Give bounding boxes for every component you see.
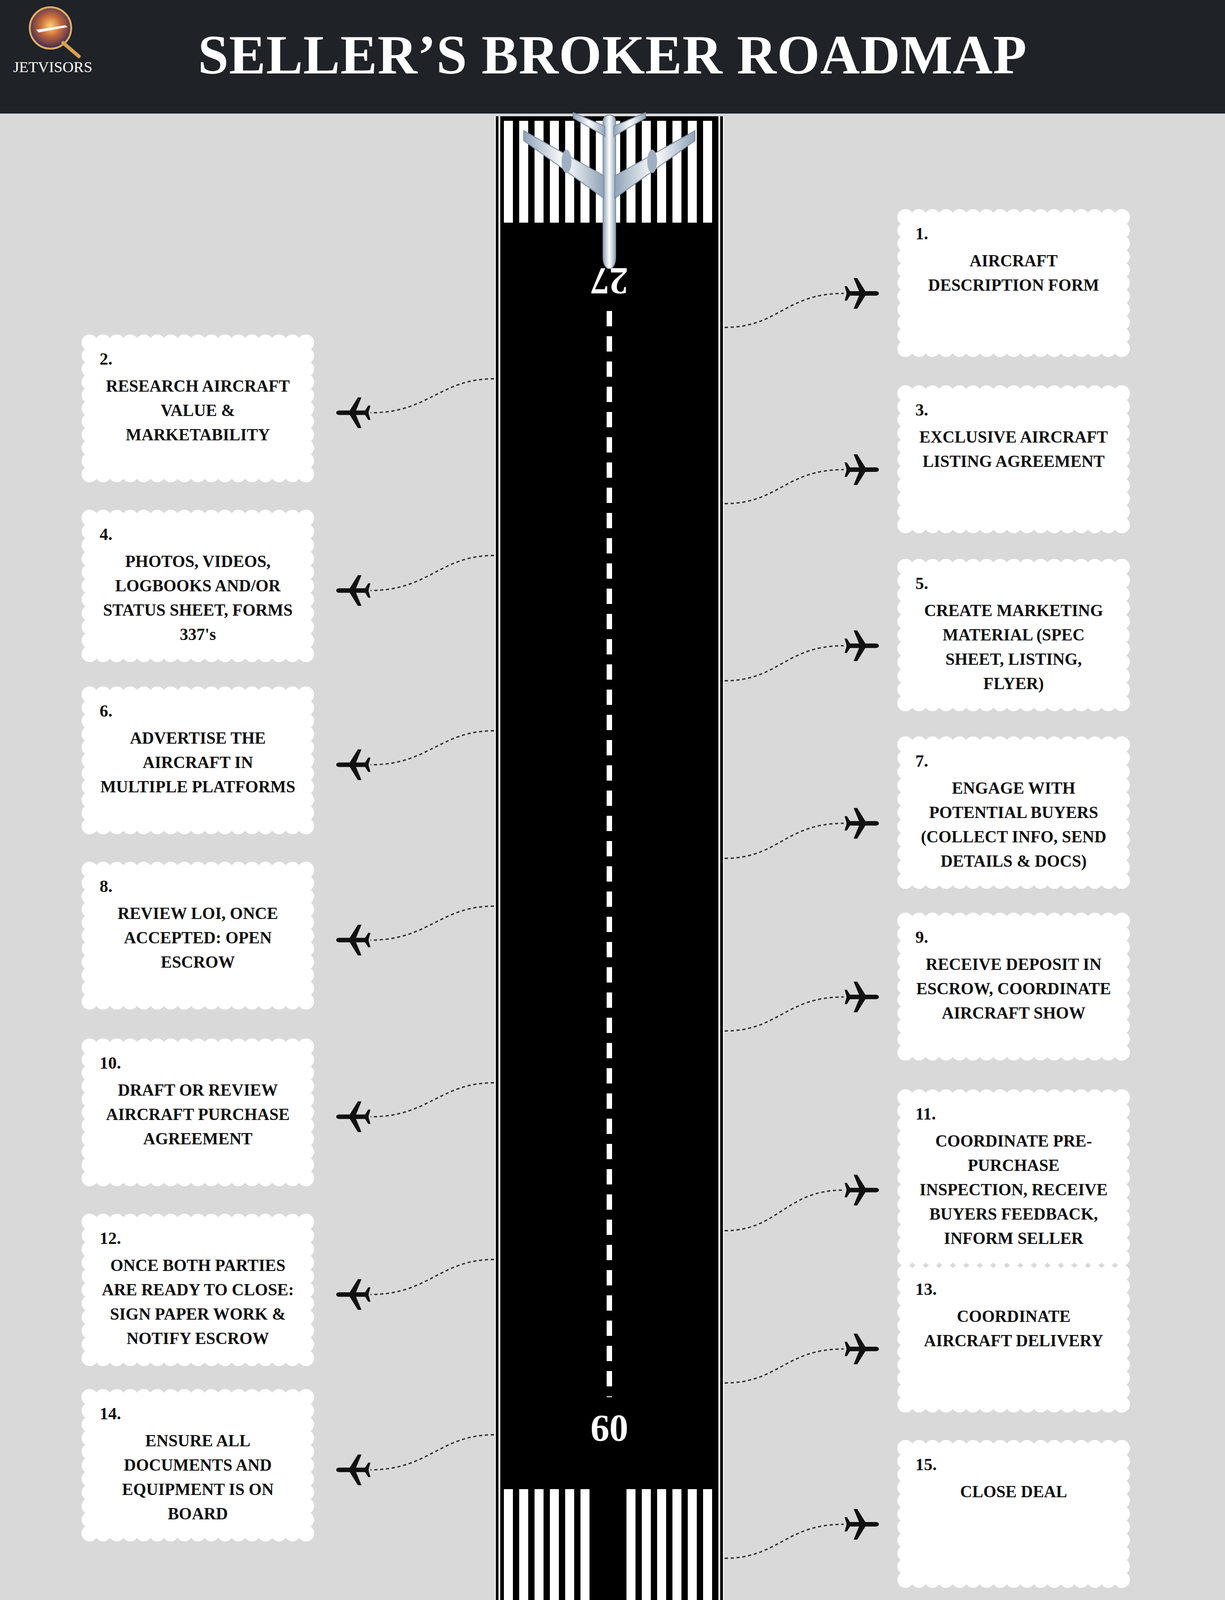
threshold-stripe [657,1489,667,1600]
plane-icon [336,1279,371,1310]
plane-icon [844,278,879,309]
step-number: 1. [915,222,1112,245]
step-number: 4. [99,523,297,545]
flight-path [370,1259,494,1295]
threshold-stripe [565,1489,575,1600]
plane-icon [336,1454,371,1486]
threshold-stripe [534,1489,544,1600]
step-text: COORDINATE PRE-PURCHASE INSPECTION, RECE… [915,1129,1112,1251]
step-text: ADVERTISE THE AIRCRAFT IN MULTIPLE PLATF… [99,726,297,800]
step-text: CLOSE DEAL [915,1479,1112,1504]
flight-path [724,645,844,682]
threshold-stripe [519,1489,529,1600]
threshold-stripe [641,1489,651,1600]
plane-icon [336,749,371,781]
step-cloud-box: 11. COORDINATE PRE-PURCHASE INSPECTION, R… [897,1089,1130,1267]
flight-path [370,1082,494,1117]
step-text: EXCLUSIVE AIRCRAFT LISTING AGREEMENT [915,425,1112,474]
step-cloud-box: 8. REVIEW LOI, ONCE ACCEPTED: OPEN ESCROW [81,861,315,1010]
plane-icon [336,1101,371,1133]
step-number: 11. [915,1102,1112,1125]
runway-number: 09 [541,1407,677,1449]
step-cloud-box: 10. DRAFT OR REVIEW AIRCRAFT PURCHASE AGR… [81,1038,315,1187]
step-number: 8. [99,875,297,897]
step-cloud-box: 4. PHOTOS, VIDEOS, LOGBOOKS AND/OR STATUS… [81,509,315,663]
step-number: 10. [99,1051,297,1074]
flight-path [370,378,494,413]
step-cloud-box: 1. AIRCRAFT DESCRIPTION FORM [897,209,1130,357]
step-cloud-box: 7. ENGAGE WITH POTENTIAL BUYERS (COLLECT … [897,736,1130,889]
step-cloud-box: 6. ADVERTISE THE AIRCRAFT IN MULTIPLE PLA… [81,686,315,835]
threshold-stripe [657,120,667,223]
plane-icon [844,1174,879,1206]
step-text: DRAFT OR REVIEW AIRCRAFT PURCHASE AGREEM… [99,1078,297,1152]
flight-path [370,730,494,765]
step-cloud-box: 14. ENSURE ALL DOCUMENTS AND EQUIPMENT IS… [81,1389,315,1542]
threshold-stripe [703,1489,713,1600]
logo-text: JETVISORS [9,58,96,76]
flight-path [370,1434,494,1470]
step-number: 12. [99,1227,297,1249]
threshold-stripe [549,120,559,223]
step-text: ENGAGE WITH POTENTIAL BUYERS (COLLECT IN… [915,776,1112,874]
plane-icon [844,454,879,485]
step-cloud-box: 2. RESEARCH AIRCRAFT VALUE & MARKETABILIT… [81,334,315,483]
step-text: COORDINATE AIRCRAFT DELIVERY [915,1304,1112,1353]
threshold-stripe [672,120,682,223]
step-number: 9. [915,926,1112,948]
step-number: 3. [915,398,1112,421]
flight-path [724,996,844,1031]
plane-icon [844,808,879,839]
step-text: REVIEW LOI, ONCE ACCEPTED: OPEN ESCROW [99,901,297,975]
threshold-stripe [626,1489,636,1600]
flight-path [370,905,494,940]
step-text: ONCE BOTH PARTIES ARE READY TO CLOSE: SI… [99,1253,297,1351]
step-text: RECEIVE DEPOSIT IN ESCROW, COORDINATE AI… [915,952,1112,1026]
step-number: 14. [99,1402,297,1425]
threshold-stripe [534,120,544,223]
step-number: 15. [915,1453,1112,1476]
threshold-stripe [503,1489,513,1600]
step-text: AIRCRAFT DESCRIPTION FORM [915,248,1112,298]
step-text: PHOTOS, VIDEOS, LOGBOOKS AND/OR STATUS S… [99,549,297,647]
step-cloud-box: 9. RECEIVE DEPOSIT IN ESCROW, COORDINATE … [897,912,1130,1061]
plane-icon [844,630,879,662]
plane-icon [844,1333,879,1365]
plane-icon [844,981,879,1013]
flight-path [724,469,844,504]
plane-icon [336,575,371,606]
plane-icon [336,397,371,429]
runway-number: 27 [541,260,677,302]
step-text: CREATE MARKETING MATERIAL (SPEC SHEET, L… [915,598,1112,696]
flight-path [724,823,844,859]
plane-icon [336,924,371,956]
step-cloud-box: 15. CLOSE DEAL [897,1439,1130,1588]
step-number: 2. [99,347,297,370]
step-cloud-box: 3. EXCLUSIVE AIRCRAFT LISTING AGREEMENT [897,385,1130,534]
step-cloud-box: 5. CREATE MARKETING MATERIAL (SPEC SHEET,… [897,558,1130,712]
step-number: 13. [915,1278,1112,1300]
threshold-stripe [503,120,513,223]
flight-path [370,555,494,591]
flight-path [724,293,844,328]
plane-icon [844,1508,879,1540]
step-cloud-box: 13. COORDINATE AIRCRAFT DELIVERY [897,1264,1130,1413]
threshold-stripe [672,1489,682,1600]
title: SELLER’S BROKER ROADMAP [0,23,1225,87]
threshold-stripe [580,1489,590,1600]
flight-path [724,1348,844,1383]
step-number: 7. [915,749,1112,772]
flight-path [724,1189,844,1231]
step-cloud-box: 12. ONCE BOTH PARTIES ARE READY TO CLOSE:… [81,1213,315,1367]
threshold-stripe [687,1489,697,1600]
threshold-stripe [549,1489,559,1600]
step-number: 5. [915,572,1112,595]
step-number: 6. [99,699,297,722]
threshold-stripe [703,120,713,223]
step-text: ENSURE ALL DOCUMENTS AND EQUIPMENT IS ON… [99,1428,297,1527]
flight-path [724,1524,844,1559]
step-text: RESEARCH AIRCRAFT VALUE & MARKETABILITY [99,374,297,448]
